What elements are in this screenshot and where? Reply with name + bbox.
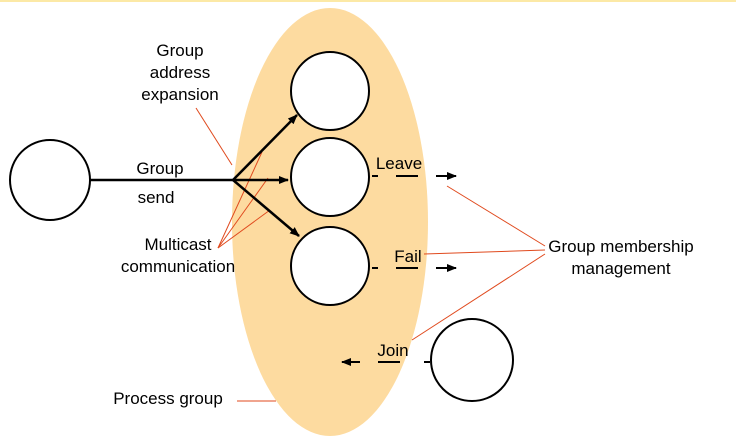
process-group-ellipse bbox=[232, 8, 428, 436]
callout-join bbox=[411, 253, 546, 341]
group-address-expansion-label: Group address expansion bbox=[132, 40, 228, 106]
group-send-label-bottom: send bbox=[137, 188, 175, 207]
leave-label: Leave bbox=[375, 154, 423, 173]
group-send-label-top: Group bbox=[136, 159, 184, 178]
label-line-management: management bbox=[571, 259, 671, 278]
fail-label: Fail bbox=[394, 247, 422, 266]
joining-process bbox=[430, 318, 514, 402]
arrow-to-process-bottom bbox=[232, 179, 300, 237]
callout-leave bbox=[446, 185, 546, 247]
membership-arrows bbox=[342, 176, 456, 362]
label-line-expansion: expansion bbox=[141, 85, 219, 104]
callout-multicast-2 bbox=[217, 177, 269, 249]
label-line-group-membership: Group membership bbox=[548, 237, 694, 256]
label-line-multicast: Multicast bbox=[144, 235, 212, 254]
label-line-communication: communication bbox=[120, 257, 236, 276]
callout-fail bbox=[423, 249, 546, 255]
top-rule bbox=[0, 0, 736, 2]
callout-multicast-3 bbox=[217, 209, 271, 249]
group-send-arrows bbox=[90, 114, 300, 237]
arrow-to-process-top bbox=[232, 114, 298, 181]
sender-process bbox=[9, 139, 91, 221]
group-member-bottom bbox=[290, 226, 370, 306]
process-group-label: Process group bbox=[113, 389, 223, 408]
group-membership-management-label: Group membership management bbox=[546, 236, 696, 280]
join-label: Join bbox=[377, 341, 409, 360]
label-line-group: Group bbox=[156, 41, 204, 60]
callout-multicast-1 bbox=[217, 151, 263, 249]
label-line-address: address bbox=[149, 63, 211, 82]
callout-address-expansion bbox=[195, 107, 233, 166]
callout-lines bbox=[195, 107, 546, 402]
group-member-top bbox=[290, 51, 370, 131]
multicast-communication-label: Multicast communication bbox=[116, 234, 240, 278]
group-member-middle bbox=[290, 137, 370, 217]
